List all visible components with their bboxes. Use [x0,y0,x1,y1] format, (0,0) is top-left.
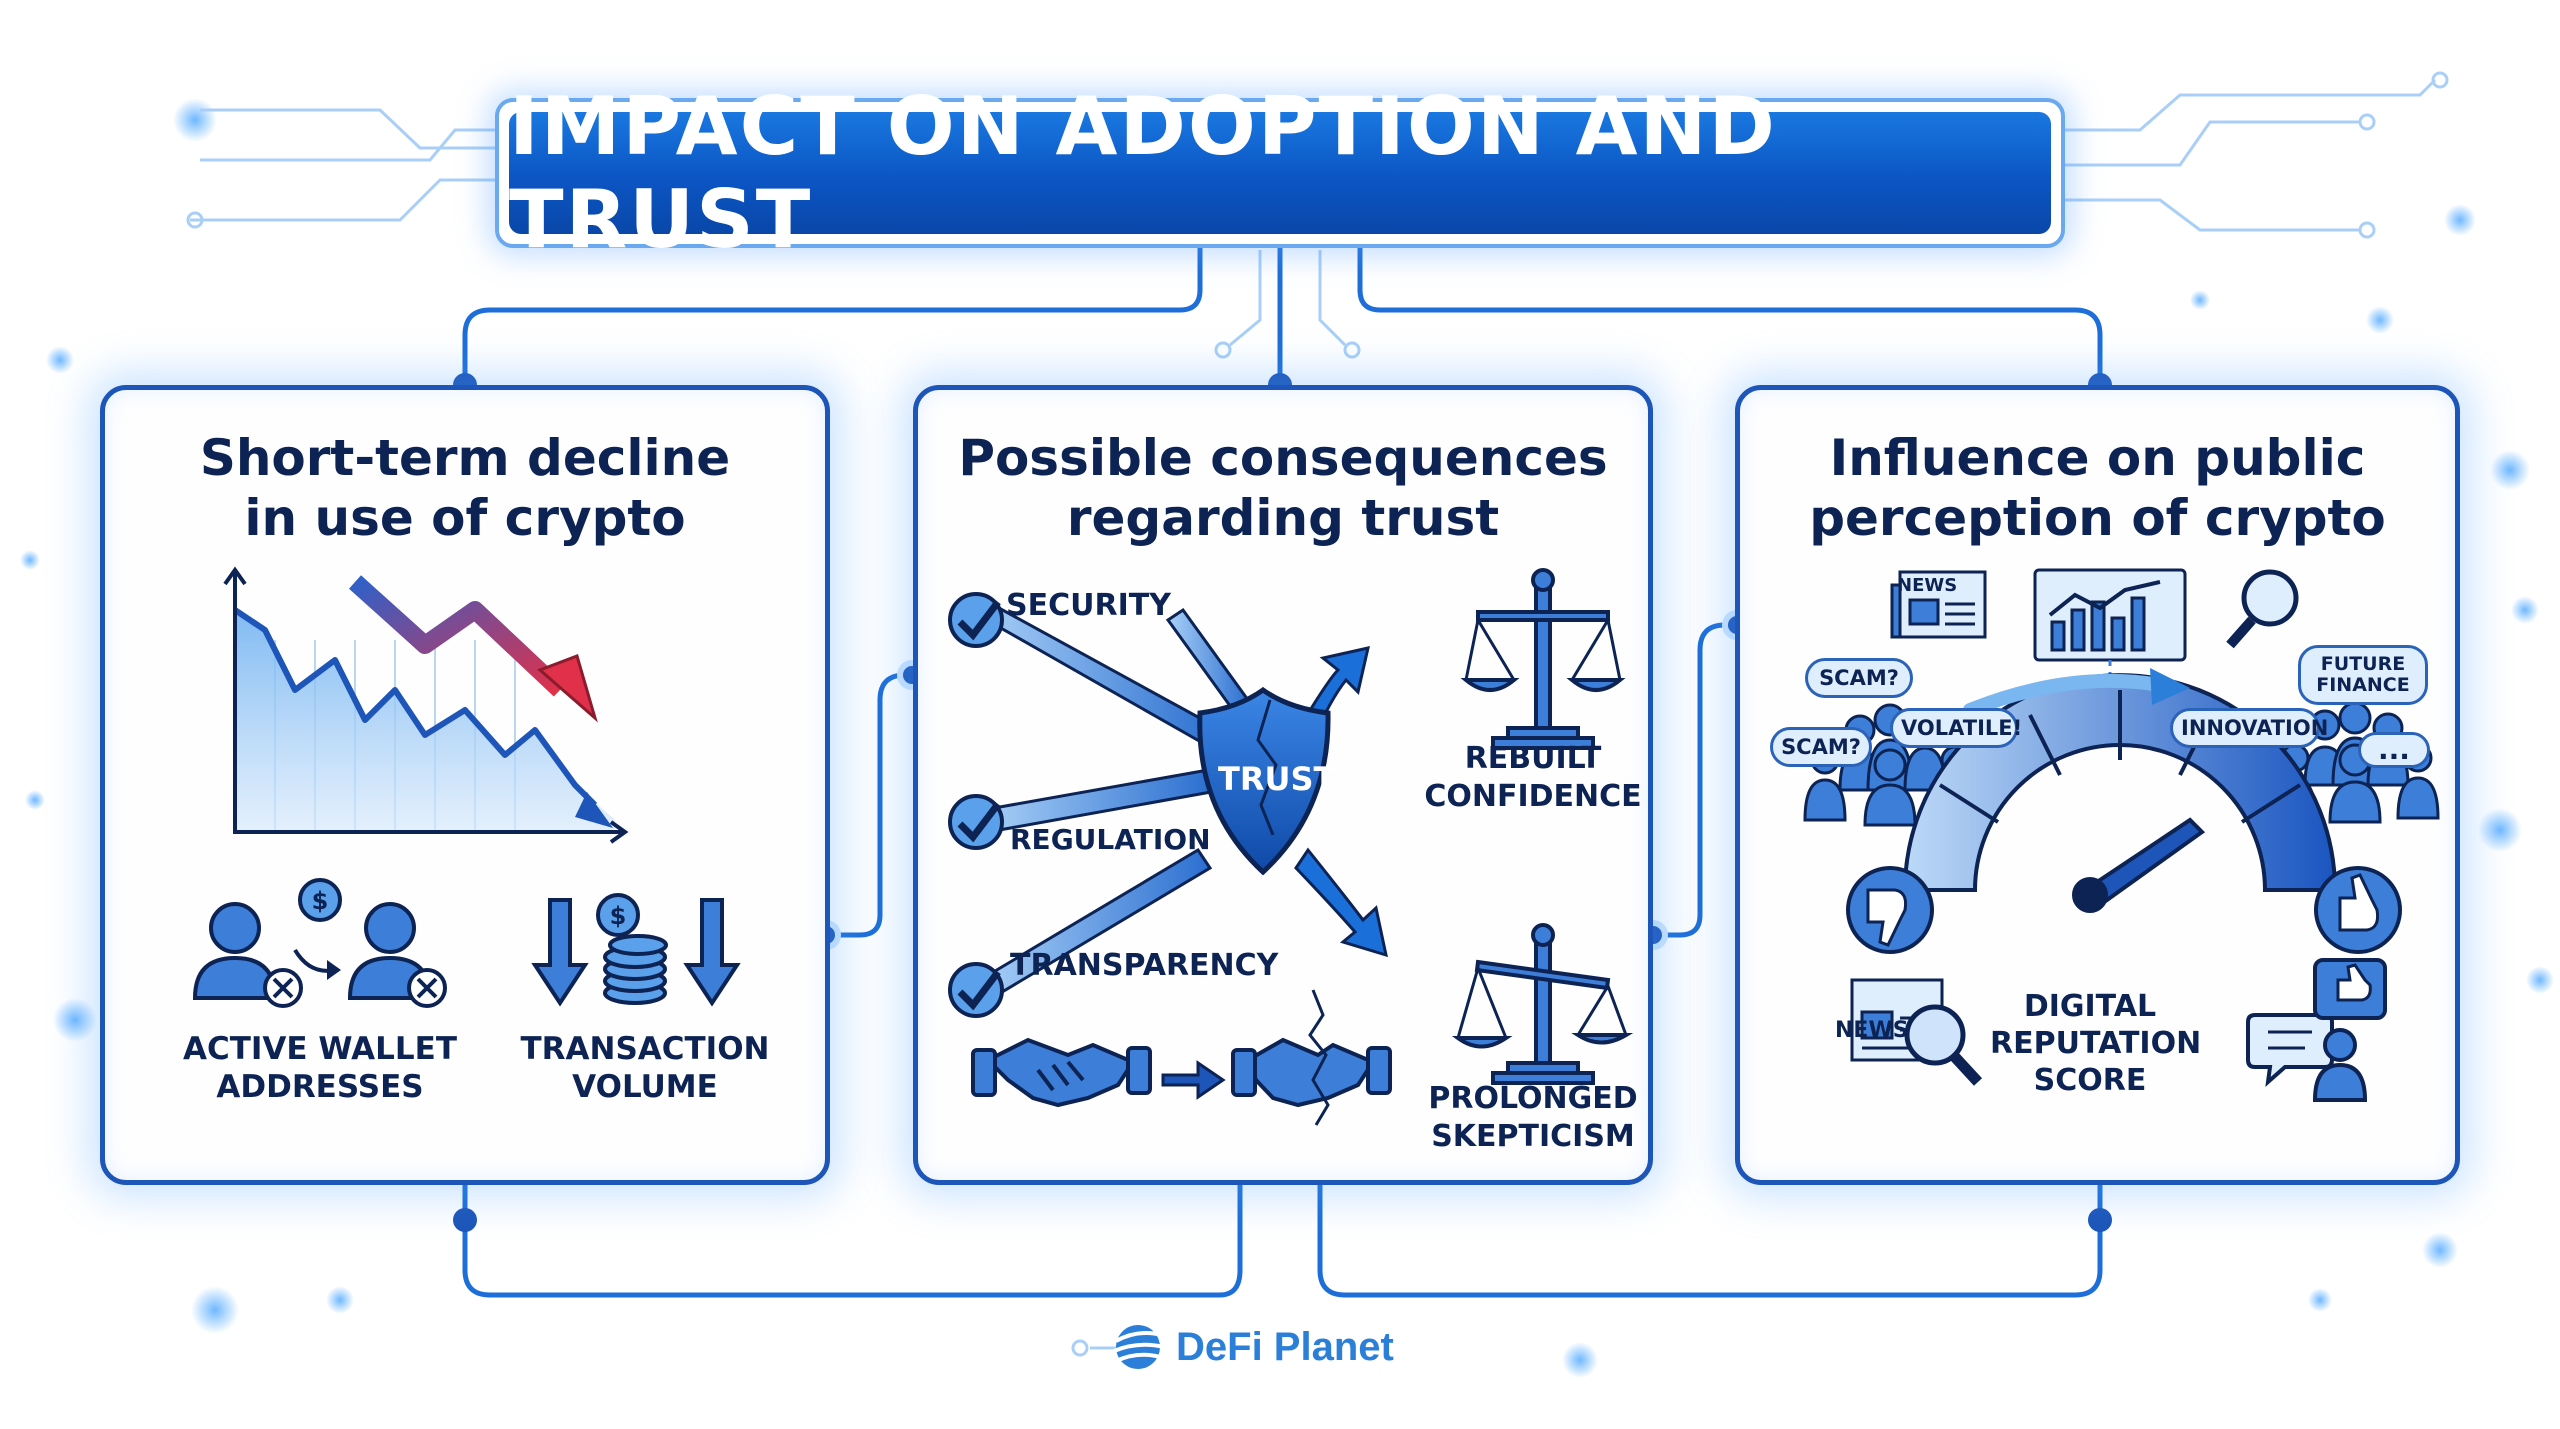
label-security: SECURITY [1006,588,1171,623]
chat-user-icon [2246,958,2387,1102]
user-icon: $ [192,878,447,1008]
svg-text:$: $ [312,887,329,915]
label-rebuilt-confidence: REBUILT CONFIDENCE [1424,741,1642,814]
panel-public-perception: Influence on public perception of crypto [1735,385,2460,1185]
newspaper-icon [1890,570,1987,639]
bubble-scam-2: SCAM? [1770,727,1872,767]
panel-title-line: regarding trust [1066,489,1500,547]
brand-name: DeFi Planet [1176,1324,1394,1369]
newspaper-icon [1850,978,1983,1086]
label-trust: TRUST [1218,760,1336,798]
title-banner: IMPACT ON ADOPTION AND TRUST [495,80,2065,266]
handshake-icon [971,1037,1152,1108]
label-digital-reputation-score: DIGITAL REPUTATION SCORE [1990,989,2202,1098]
check-icon [948,592,1004,648]
scale-icon [1460,568,1626,750]
thumbs-down-icon [1846,866,1934,954]
label-transparency: TRANSPARENCY [1010,948,1279,983]
panel-title-middle: Possible consequences regarding trust [918,428,1648,548]
title-banner-fill: IMPACT ON ADOPTION AND TRUST [509,80,2051,266]
page-title: IMPACT ON ADOPTION AND TRUST [509,80,1777,266]
brand-logo: DeFi Planet [1108,1317,1394,1377]
bubble-volatile: VOLATILE! [1890,708,2022,748]
magnifier-icon [2226,569,2299,649]
check-icon [948,794,1004,850]
coin-icon: $ [531,893,741,1007]
label-active-wallet-addresses: ACTIVE WALLET ADDRESSES [182,1031,457,1105]
shield-icon [1197,686,1331,876]
declining-area-chart [223,566,629,844]
label-news-top: NEWS [1897,575,1958,596]
arrow-icon [1161,1060,1226,1100]
scale-icon [1451,923,1634,1085]
panel-title-line: Influence on public [1829,429,2366,487]
label-prolonged-skepticism: PROLONGED SKEPTICISM [1428,1081,1638,1154]
panel-title-line: in use of crypto [244,489,686,547]
label-transaction-volume: TRANSACTION VOLUME [520,1031,770,1105]
bubble-future-finance: FUTURE FINANCE [2298,645,2428,705]
broken-handshake-icon [1231,989,1392,1126]
panel-title-left: Short-term decline in use of crypto [105,428,825,548]
bubble-ellipsis: ... [2358,732,2430,768]
svg-text:$: $ [610,902,627,930]
thumbs-up-icon [2314,866,2402,954]
label-news-bottom: NEWS [1835,1018,1909,1043]
panel-title-line: Possible consequences [958,429,1608,487]
panel-trust-consequences: Possible consequences regarding trust [913,385,1653,1185]
panel-title-line: perception of crypto [1809,489,2386,547]
bubble-scam-1: SCAM? [1805,658,1913,698]
label-regulation: REGULATION [1010,823,1211,856]
planet-logo-icon [1113,1325,1165,1369]
panel-title-line: Short-term decline [199,429,731,487]
panel-title-right: Influence on public perception of crypto [1740,428,2455,548]
bubble-innovation: INNOVATION [2170,708,2328,748]
trust-diagram [948,568,1634,1126]
panel-short-term-decline: Short-term decline in use of crypto [100,385,830,1185]
check-icon [948,962,1004,1018]
